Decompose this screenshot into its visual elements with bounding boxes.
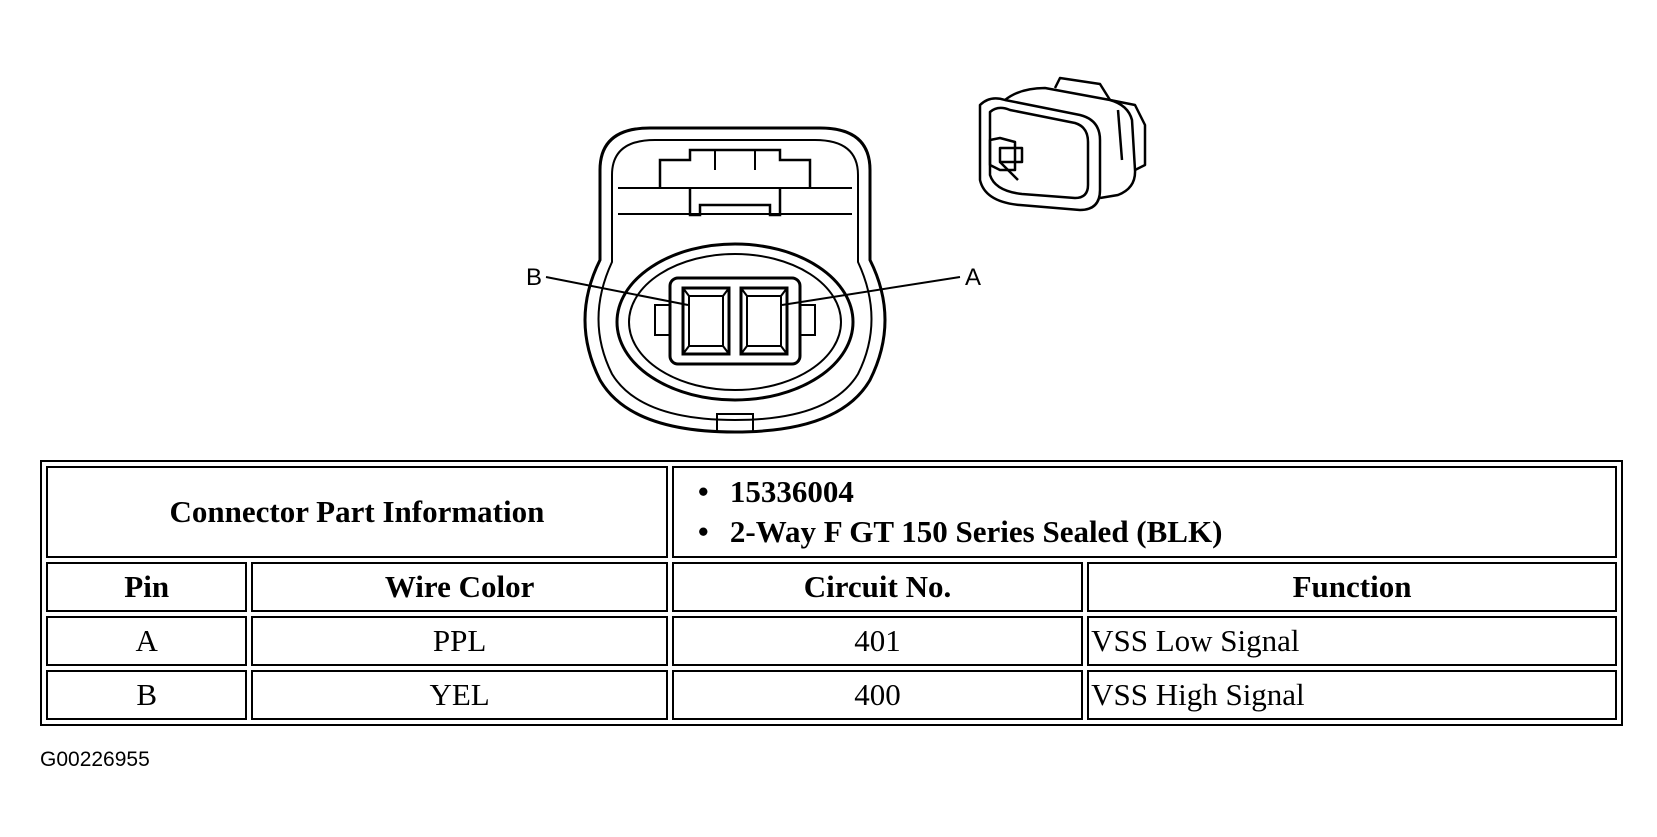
part-description-item: • 2-Way F GT 150 Series Sealed (BLK) [698,512,1615,552]
bullet-icon: • [697,514,709,549]
table-row: A PPL 401 VSS Low Signal [46,616,1617,666]
part-info-list: • 15336004 • 2-Way F GT 150 Series Seale… [674,472,1615,552]
function-cell: VSS Low Signal [1087,616,1617,666]
pin-cell: B [46,670,248,720]
pin-a-callout: A [965,264,982,291]
part-number: 15336004 [729,474,854,509]
column-header-wire-color: Wire Color [251,562,668,612]
connector-info-table: Connector Part Information • 15336004 • … [40,460,1623,726]
pin-b-callout: B [526,264,543,291]
wire-color-cell: PPL [251,616,668,666]
function-cell: VSS High Signal [1087,670,1617,720]
part-info-label: Connector Part Information [46,466,668,558]
pin-cell: A [46,616,248,666]
part-info-row: Connector Part Information • 15336004 • … [46,466,1617,558]
connector-3d-view [978,76,1147,212]
connector-diagram: B A [526,76,1147,434]
figure-id: G00226955 [40,748,150,771]
connector-face-drawing [545,126,961,434]
part-number-item: • 15336004 [698,472,1615,512]
column-header-circuit: Circuit No. [671,562,1084,612]
part-description: 2-Way F GT 150 Series Sealed (BLK) [729,514,1223,549]
part-info-cell: • 15336004 • 2-Way F GT 150 Series Seale… [671,466,1617,558]
circuit-cell: 401 [671,616,1084,666]
circuit-cell: 400 [671,670,1084,720]
table-row: B YEL 400 VSS High Signal [46,670,1617,720]
column-header-row: Pin Wire Color Circuit No. Function [46,562,1617,612]
wire-color-cell: YEL [251,670,668,720]
column-header-function: Function [1087,562,1617,612]
bullet-icon: • [697,474,709,509]
column-header-pin: Pin [46,562,248,612]
